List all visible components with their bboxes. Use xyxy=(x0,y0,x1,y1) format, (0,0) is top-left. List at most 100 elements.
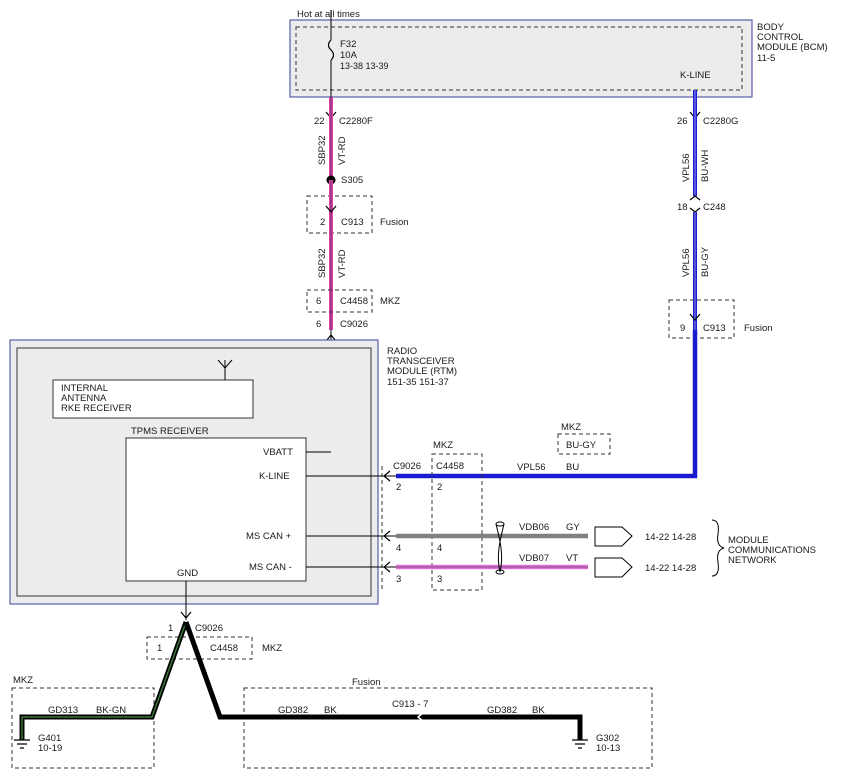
twisted-pair-top xyxy=(495,521,505,527)
fusion-ground-box xyxy=(243,687,653,769)
c913-right-variant: Fusion xyxy=(744,323,773,334)
fusion-circuit-b: GD382 xyxy=(487,705,517,716)
c248-label: C248 xyxy=(703,202,726,213)
wire-gd313 xyxy=(19,621,189,740)
fuse-icon xyxy=(327,39,335,61)
kline-pin-a: 2 xyxy=(396,482,401,493)
c913-left-label: C913 xyxy=(341,217,364,228)
mkz-ground-id: G401 xyxy=(38,733,61,744)
c4458-left-variant: MKZ xyxy=(380,296,400,307)
rtm-title-3: MODULE (RTM) xyxy=(387,366,457,377)
tpms-label: TPMS RECEIVER xyxy=(131,426,209,437)
c4458-left-label: C4458 xyxy=(340,296,368,307)
kline-pin-b: 2 xyxy=(437,482,442,493)
ground-icon-g401 xyxy=(14,739,30,749)
chevron-canplus xyxy=(383,530,391,542)
fusion-ground-ref: 10-13 xyxy=(596,743,620,754)
kline-variant: MKZ xyxy=(561,422,581,433)
c4458-left-pin: 6 xyxy=(316,296,321,307)
pin-vbatt: VBATT xyxy=(263,447,293,458)
canminus-color: VT xyxy=(566,553,578,564)
rtm-title-2: TRANSCEIVER xyxy=(387,356,455,367)
wire-vpl56-kline xyxy=(396,330,698,479)
c9026-left-pin: 6 xyxy=(316,319,321,330)
antenna-label-3: RKE RECEIVER xyxy=(61,403,132,414)
pin-22: 22 xyxy=(314,116,325,127)
mkz-circuit: GD313 xyxy=(48,705,78,716)
network-label-3: NETWORK xyxy=(728,555,777,566)
pin-gnd: GND xyxy=(177,568,198,579)
mkz-ground-box xyxy=(11,687,155,769)
kline-alt-color-box xyxy=(557,433,611,455)
splice-label: S305 xyxy=(341,175,363,186)
kline-color: BU xyxy=(566,462,579,473)
gnd-c4458-box xyxy=(146,636,253,660)
canplus-arrow-connector xyxy=(594,526,633,547)
color-vt-rd-a: VT-RD xyxy=(337,136,348,165)
rtm-inner xyxy=(16,347,372,597)
rtm-title-1: RADIO xyxy=(387,346,417,357)
connector-c2280g: C2280G xyxy=(703,116,738,127)
canplus-refs: 14-22 14-28 xyxy=(645,532,696,543)
color-vt-rd-b: VT-RD xyxy=(337,249,348,278)
gnd-c9026-pin: 1 xyxy=(168,623,173,634)
fusion-color-a: BK xyxy=(324,705,337,716)
twisted-pair-bottom xyxy=(495,569,505,575)
color-bu-gy: BU-GY xyxy=(700,246,711,277)
chevron-c913-7 xyxy=(416,711,425,723)
mkz-c4458: C4458 xyxy=(436,461,464,472)
mkz-ground-title: MKZ xyxy=(13,675,33,686)
c4458-box-left xyxy=(306,289,373,313)
antenna-icon-head xyxy=(217,359,233,369)
network-brace xyxy=(711,519,725,577)
fuse-rating: 10A xyxy=(340,50,358,61)
mkz-c9026: C9026 xyxy=(393,461,421,472)
canplus-pin-a: 4 xyxy=(396,543,401,554)
wire-gd313-stripe xyxy=(21,621,187,740)
canplus-circuit: VDB06 xyxy=(519,522,549,533)
connector-c2280f: C2280F xyxy=(339,116,373,127)
bcm-inner-dashed xyxy=(295,26,743,91)
canminus-pin-a: 3 xyxy=(396,574,401,585)
canminus-arrow-connector xyxy=(594,557,633,578)
pin-26: 26 xyxy=(677,116,688,127)
circuit-vpl56-b: VPL56 xyxy=(681,248,692,277)
fusion-conn: C913 - 7 xyxy=(392,699,428,710)
canplus-color: GY xyxy=(566,522,580,533)
c913-right-pin: 9 xyxy=(680,323,685,334)
c913-left-variant: Fusion xyxy=(380,217,409,228)
gnd-c4458: C4458 xyxy=(210,643,238,654)
antenna-label-1: INTERNAL xyxy=(61,383,108,394)
circuit-sbp32-b: SBP32 xyxy=(317,248,328,278)
network-label-1: MODULE xyxy=(728,535,769,546)
wire-gd382 xyxy=(183,621,583,740)
hot-label: Hot at all times xyxy=(297,9,360,20)
kline-alt-color: BU-GY xyxy=(566,440,597,451)
gnd-c4458-pin: 1 xyxy=(157,643,162,654)
c913-box-left xyxy=(306,195,373,234)
canminus-refs: 14-22 14-28 xyxy=(645,563,696,574)
bcm-kline-label: K-LINE xyxy=(680,70,711,81)
c9026-left-label: C9026 xyxy=(340,319,368,330)
kline-circuit: VPL56 xyxy=(517,462,546,473)
c913-left-pin: 2 xyxy=(320,217,325,228)
antenna-label-2: ANTENNA xyxy=(61,393,107,404)
twisted-pair-icon xyxy=(495,523,505,573)
pin-mscan-minus: MS CAN - xyxy=(249,562,292,573)
mkz-box-title: MKZ xyxy=(433,440,453,451)
ground-icon-g302 xyxy=(572,739,588,749)
fusion-color-b: BK xyxy=(532,705,545,716)
chevron-canminus xyxy=(383,561,391,573)
mkz-color: BK-GN xyxy=(96,705,126,716)
pin-mscan-plus: MS CAN + xyxy=(246,531,292,542)
connector-chevron-c913-right xyxy=(689,313,701,321)
fusion-circuit-a: GD382 xyxy=(278,705,308,716)
mkz-connector-box xyxy=(431,453,483,591)
network-label-2: COMMUNICATIONS xyxy=(728,545,816,556)
c248-pin: 18 xyxy=(677,202,688,213)
circuit-vpl56-a: VPL56 xyxy=(681,153,692,182)
bcm-ref: 11-5 xyxy=(757,53,775,64)
gnd-c4458-variant: MKZ xyxy=(262,643,282,654)
connector-chevron-c913-left xyxy=(325,205,337,213)
